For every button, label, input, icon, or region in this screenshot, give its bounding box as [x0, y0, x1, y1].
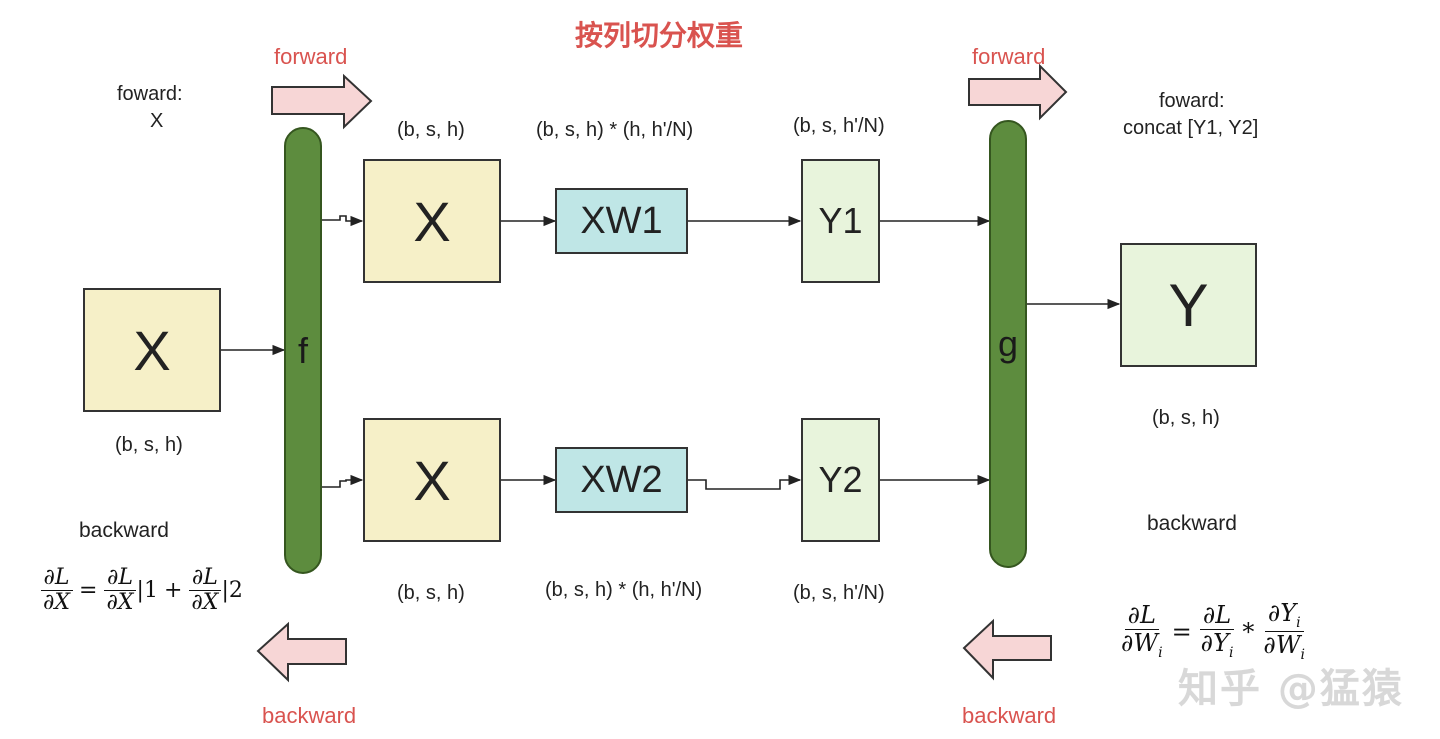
y2-label: Y2 — [818, 459, 863, 500]
formula-left-t1-num: ∂L — [104, 565, 136, 592]
xw1-label: XW1 — [580, 199, 663, 242]
formula-right-times: * — [1242, 617, 1255, 646]
forward-arrow-left — [271, 73, 373, 130]
x-bottom-label: X — [413, 448, 451, 512]
x-top-label: X — [413, 189, 451, 253]
xw2-box: XW2 — [555, 447, 688, 513]
x-input-label: X — [133, 318, 171, 382]
formula-left-t1-sub: |1 — [136, 578, 158, 604]
shape-x-top: (b, s, h) — [397, 119, 465, 141]
formula-right-t2-den: ∂Wi — [1263, 631, 1305, 663]
foward-note-right-line1: foward: — [1159, 90, 1225, 112]
edge-f-to-x-top — [322, 215, 364, 227]
formula-left-lhs-den: ∂X — [43, 590, 71, 616]
g-operator-bar: g — [989, 120, 1027, 568]
x-top-box: X — [363, 159, 501, 283]
formula-right-t2-num: ∂Yi — [1264, 600, 1304, 633]
xw1-box: XW1 — [555, 188, 688, 254]
formula-dl-dx: ∂L∂X = ∂L∂X |1 + ∂L∂X |2 — [40, 565, 243, 616]
backward-arrow-left — [256, 621, 347, 683]
backward-text-left: backward — [79, 519, 169, 542]
forward-label-left: forward — [274, 44, 348, 69]
foward-note-left-line1: foward: — [117, 83, 183, 105]
foward-note-left-line2: X — [150, 110, 164, 132]
y-output-box: Y — [1120, 243, 1257, 367]
formula-right-eq: = — [1171, 617, 1192, 646]
edge-xw2-to-y2 — [688, 474, 802, 490]
shape-xw1: (b, s, h) * (h, h'/N) — [536, 119, 694, 141]
shape-x-bottom: (b, s, h) — [397, 582, 465, 604]
formula-left-plus: + — [163, 578, 183, 604]
shape-y2: (b, s, h'/N) — [793, 582, 885, 604]
backward-arrow-right — [962, 618, 1052, 681]
formula-left-t2-den: ∂X — [191, 590, 219, 616]
formula-left-t1-den: ∂X — [106, 590, 134, 616]
f-operator-bar: f — [284, 127, 322, 574]
edge-f-to-x-bottom — [322, 474, 364, 488]
y-output-label: Y — [1168, 271, 1209, 339]
diagram-title: 按列切分权重 — [575, 19, 744, 52]
forward-arrow-right — [968, 63, 1068, 121]
backward-text-right: backward — [1147, 512, 1237, 535]
formula-left-t2-num: ∂L — [188, 565, 221, 592]
formula-left-lhs-num: ∂L — [40, 565, 73, 592]
backward-label-right: backward — [962, 703, 1057, 728]
shape-y-output: (b, s, h) — [1152, 407, 1220, 429]
formula-right-lhs-num: ∂L — [1124, 602, 1159, 630]
formula-left-eq: = — [79, 578, 98, 604]
formula-right-lhs-den: ∂Wi — [1121, 628, 1163, 661]
g-operator-label: g — [997, 323, 1019, 364]
formula-right-t1-den: ∂Yi — [1200, 628, 1234, 661]
y1-label: Y1 — [818, 200, 863, 241]
shape-x-input: (b, s, h) — [115, 434, 183, 456]
backward-label-left: backward — [262, 703, 357, 728]
x-bottom-box: X — [363, 418, 501, 542]
y1-box: Y1 — [801, 159, 880, 283]
x-input-box: X — [83, 288, 221, 412]
shape-xw2: (b, s, h) * (h, h'/N) — [545, 579, 703, 601]
y2-box: Y2 — [801, 418, 880, 542]
formula-right-t1-num: ∂L — [1199, 602, 1235, 630]
formula-left-t2-sub: |2 — [221, 578, 243, 604]
formula-dl-dw: ∂L∂Wi = ∂L∂Yi * ∂Yi∂Wi — [1118, 600, 1308, 663]
xw2-label: XW2 — [580, 458, 663, 501]
forward-label-right: forward — [972, 44, 1046, 69]
f-operator-label: f — [297, 329, 308, 371]
foward-note-right-line2: concat [Y1, Y2] — [1123, 117, 1259, 139]
watermark: 知乎 @猛猿 — [1178, 666, 1404, 712]
shape-y1: (b, s, h'/N) — [793, 115, 885, 137]
